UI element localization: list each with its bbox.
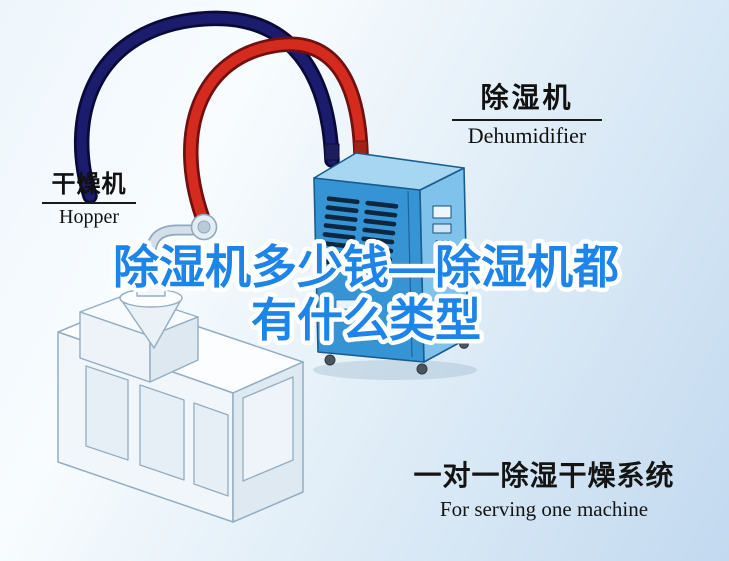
caster-wheel bbox=[416, 363, 428, 375]
door-seam bbox=[407, 190, 413, 358]
control-panel-keys bbox=[432, 223, 452, 234]
caster-wheel bbox=[459, 339, 469, 349]
dehumidifier-top-face bbox=[313, 152, 465, 191]
red-air-pipe bbox=[183, 36, 369, 224]
machine-panel bbox=[193, 402, 229, 497]
label-divider bbox=[42, 202, 136, 204]
blue-pipe-port bbox=[324, 143, 340, 161]
machine-panel bbox=[85, 365, 129, 461]
caster-wheel bbox=[324, 354, 336, 366]
hopper-machine-illustration bbox=[57, 213, 304, 523]
control-panel-display bbox=[432, 205, 452, 219]
dehumidifier-illustration bbox=[313, 140, 477, 380]
hopper-label: 干燥机 Hopper bbox=[42, 164, 136, 229]
floor-shadow bbox=[313, 360, 477, 380]
blue-pipe-body bbox=[76, 13, 337, 201]
machine-panel bbox=[139, 384, 185, 481]
dehumidifier-label-en: Dehumidifier bbox=[467, 123, 587, 148]
headline-line1: 除湿机多少钱—除湿机都 bbox=[113, 241, 619, 293]
red-pipe-body bbox=[185, 39, 366, 221]
system-caption: 一对一除湿干燥系统 For serving one machine bbox=[396, 454, 692, 522]
dehumidifier-label-zh: 除湿机 bbox=[480, 82, 574, 113]
hopper-label-zh: 干燥机 bbox=[51, 171, 127, 198]
dehumidifier-label: 除湿机 Dehumidifier bbox=[452, 76, 602, 149]
blue-air-pipe bbox=[73, 10, 340, 204]
machine-panel bbox=[242, 376, 294, 482]
label-divider bbox=[452, 119, 602, 121]
headline-line2: 有什么类型 bbox=[251, 294, 481, 346]
front-badge bbox=[335, 299, 359, 310]
system-caption-zh: 一对一除湿干燥系统 bbox=[413, 460, 675, 491]
system-caption-en: For serving one machine bbox=[439, 497, 649, 521]
hopper-elbow-pipe bbox=[147, 226, 200, 258]
hopper-label-en: Hopper bbox=[59, 206, 119, 228]
